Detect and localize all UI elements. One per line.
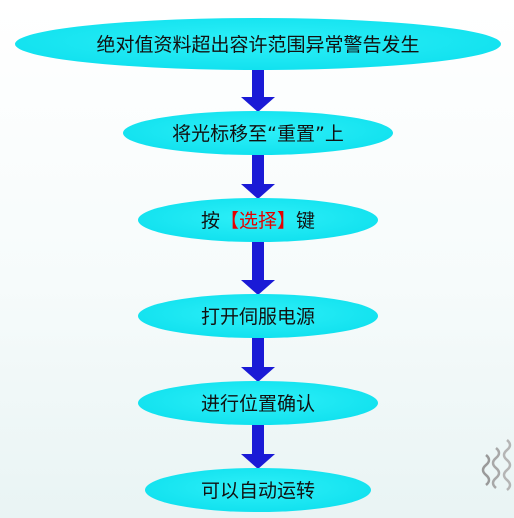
flow-node-1: 绝对值资料超出容许范围异常警告发生 [15, 18, 501, 70]
node-shape [138, 381, 378, 425]
arrow-group [241, 66, 275, 469]
flow-node-3: 按【选择】键 [138, 198, 378, 242]
node-label-part: 进行位置确认 [201, 393, 315, 415]
flow-node-4: 打开伺服电源 [138, 294, 378, 338]
node-shape [138, 294, 378, 338]
node-group: 绝对值资料超出容许范围异常警告发生将光标移至“重置”上按【选择】键打开伺服电源进… [15, 18, 501, 512]
node-label: 打开伺服电源 [201, 306, 315, 328]
flow-arrow [241, 66, 275, 112]
node-label: 将光标移至“重置”上 [172, 123, 344, 145]
node-shape [138, 198, 378, 242]
node-label-part: 绝对值资料超出容许范围异常警告发生 [96, 34, 419, 56]
flow-arrow [241, 421, 275, 469]
flow-arrow [241, 151, 275, 199]
node-label-part: 可以自动运转 [201, 480, 315, 502]
flow-node-6: 可以自动运转 [145, 468, 371, 512]
node-label: 进行位置确认 [201, 393, 315, 415]
flow-node-5: 进行位置确认 [138, 381, 378, 425]
node-label-part: 将光标移至“重置”上 [172, 123, 344, 145]
node-label: 可以自动运转 [201, 480, 315, 502]
node-label: 绝对值资料超出容许范围异常警告发生 [96, 34, 419, 56]
node-shape [15, 18, 501, 70]
node-label: 按【选择】键 [201, 210, 315, 232]
flow-arrow [241, 334, 275, 382]
node-shape [123, 111, 393, 155]
flow-node-2: 将光标移至“重置”上 [123, 111, 393, 155]
node-label-part: 打开伺服电源 [201, 306, 315, 328]
node-label-part: 按 [201, 210, 220, 232]
node-label-part: 键 [296, 210, 315, 232]
wavy-decoration [481, 439, 512, 491]
node-label-highlight: 【选择】 [220, 210, 296, 232]
node-shape [145, 468, 371, 512]
flow-arrow [241, 238, 275, 295]
